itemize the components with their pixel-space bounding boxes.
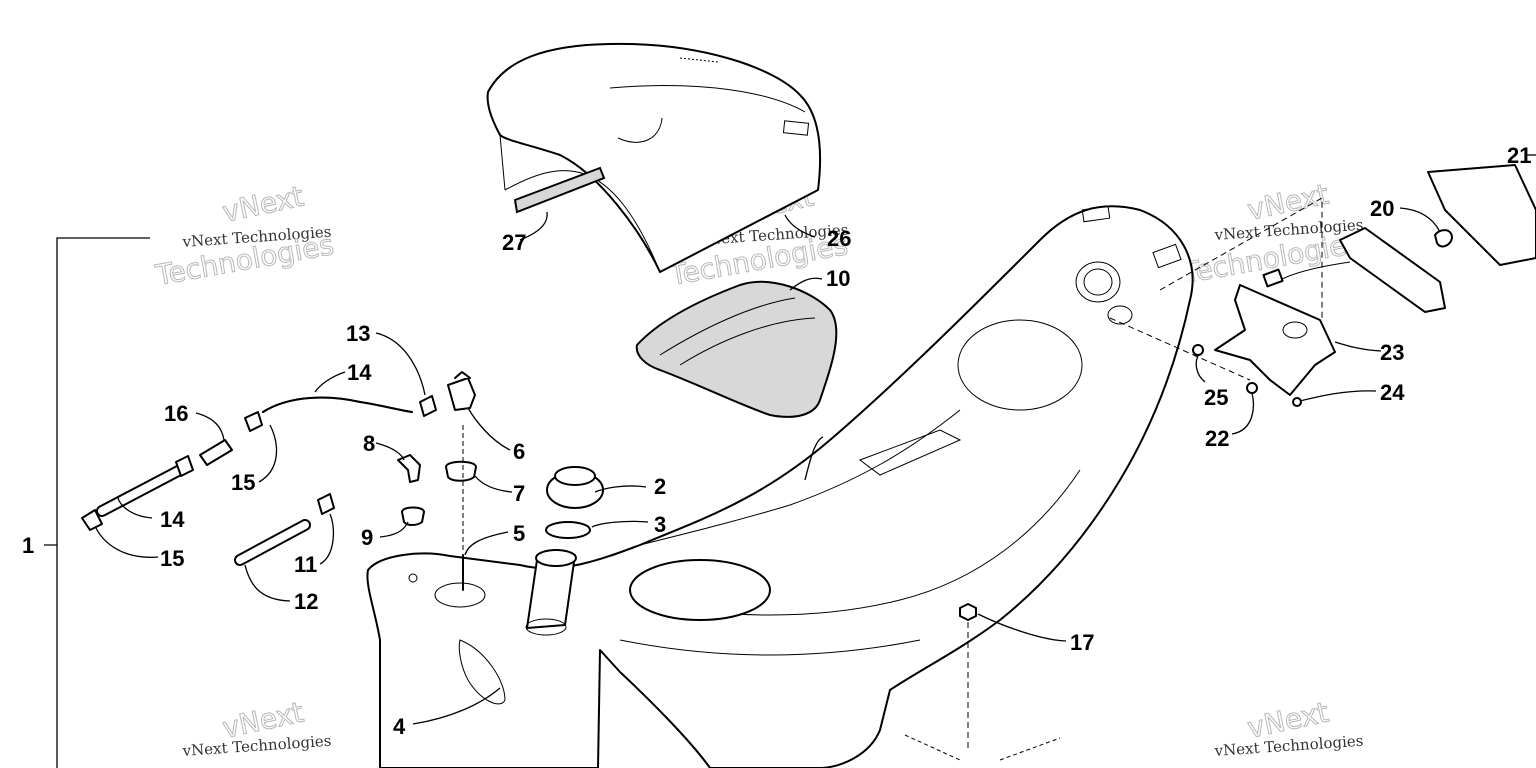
foam-strip — [513, 166, 606, 214]
grommet-9 — [401, 506, 425, 526]
callout-11: 11 — [294, 552, 317, 577]
callout-27: 27 — [502, 230, 526, 255]
o-ring — [545, 521, 591, 539]
callout-10: 10 — [826, 266, 850, 291]
elbow-fitting — [397, 454, 421, 483]
leader-lines — [95, 154, 1536, 725]
tank-body — [366, 205, 1194, 768]
grommet-7 — [445, 460, 477, 482]
filler-neck — [525, 549, 577, 636]
callout-7: 7 — [513, 481, 525, 506]
watermark-bottom-right: vNext Technologies vNext — [1213, 695, 1364, 760]
clamp-15-upper — [175, 455, 194, 477]
callout-5: 5 — [513, 521, 525, 546]
clamp-15-lower — [81, 509, 103, 531]
callout-14-upper: 14 — [347, 360, 372, 385]
clamp-13 — [419, 395, 437, 417]
valve — [447, 371, 476, 411]
callout-13: 13 — [346, 321, 370, 346]
screw-24 — [1292, 397, 1302, 407]
seat-foam — [635, 280, 838, 418]
svg-text:vNext: vNext — [220, 180, 307, 229]
callout-20: 20 — [1370, 196, 1394, 221]
light-housing — [1262, 227, 1446, 313]
callout-4: 4 — [393, 714, 406, 739]
assembly-bracket — [44, 237, 150, 768]
callout-15-lower: 15 — [160, 546, 184, 571]
callout-24: 24 — [1380, 380, 1405, 405]
callout-23: 23 — [1380, 340, 1404, 365]
callout-14-lower: 14 — [160, 507, 185, 532]
callout-26: 26 — [827, 226, 851, 251]
license-bracket — [1214, 284, 1336, 396]
callout-2: 2 — [654, 474, 666, 499]
tail-light-lens — [1427, 164, 1536, 266]
watermark-top-left: vNext Technologies vNext Technologies — [152, 179, 337, 293]
fuel-cap — [546, 466, 604, 509]
callout-25: 25 — [1204, 385, 1228, 410]
callout-21: 21 — [1507, 143, 1531, 168]
callout-1: 1 — [22, 533, 34, 558]
nut-25 — [1192, 344, 1204, 356]
exploded-axis-right — [1109, 197, 1323, 381]
callout-22: 22 — [1205, 426, 1229, 451]
nut-22 — [1246, 382, 1258, 394]
clamp-11 — [317, 493, 335, 515]
callout-9: 9 — [361, 525, 373, 550]
callout-12: 12 — [294, 589, 318, 614]
bulb — [1434, 229, 1453, 248]
callout-8: 8 — [363, 431, 375, 456]
callout-labels: 1 2 3 4 5 6 7 8 9 10 11 12 13 14 14 15 1… — [22, 143, 1531, 739]
nut-17 — [959, 603, 977, 621]
filter-16 — [199, 439, 233, 466]
callout-15-upper: 15 — [231, 470, 255, 495]
callout-17: 17 — [1070, 630, 1094, 655]
callout-3: 3 — [654, 512, 666, 537]
callout-16: 16 — [164, 401, 188, 426]
callout-6: 6 — [513, 439, 525, 464]
watermark-bottom-left: vNext Technologies vNext — [181, 695, 332, 760]
clamp-15-mid — [244, 411, 263, 432]
